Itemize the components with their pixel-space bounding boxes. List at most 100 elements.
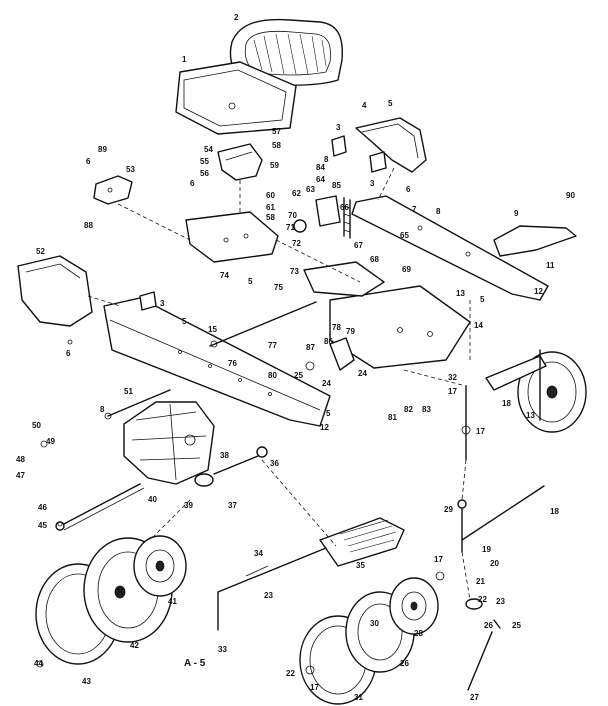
linkage-plate (303, 261, 385, 297)
part-label-6: 6 (406, 185, 411, 194)
part-label-19: 19 (482, 545, 491, 554)
part-labels: 1 2 3 3 3 4 5 5 5 5 5 6 6 6 6 7 8 8 8 9 … (16, 13, 575, 702)
part-label-68: 68 (370, 255, 379, 264)
part-label-17: 17 (448, 387, 457, 396)
part-label-3: 3 (370, 179, 375, 188)
part-label-25: 25 (294, 371, 303, 380)
part-label-58: 58 (266, 213, 275, 222)
part-label-1: 1 (182, 55, 187, 64)
part-label-7: 7 (412, 205, 417, 214)
part-label-49: 49 (46, 437, 55, 446)
part-label-88: 88 (84, 221, 93, 230)
part-label-73: 73 (290, 267, 299, 276)
main-frame (103, 297, 331, 427)
part-label-59: 59 (270, 161, 279, 170)
part-label-33: 33 (218, 645, 227, 654)
part-label-3: 3 (160, 299, 165, 308)
part-label-8: 8 (324, 155, 329, 164)
part-label-22: 22 (478, 595, 487, 604)
part-label-17: 17 (310, 683, 319, 692)
part-label-8: 8 (100, 405, 105, 414)
part-label-29: 29 (444, 505, 453, 514)
footrest-pad (17, 255, 93, 327)
part-label-36: 36 (270, 459, 279, 468)
part-label-13: 13 (526, 411, 535, 420)
part-label-30: 30 (370, 619, 379, 628)
seat-bracket (217, 143, 263, 181)
part-label-37: 37 (228, 501, 237, 510)
part-label-3: 3 (336, 123, 341, 132)
part-label-4: 4 (362, 101, 367, 110)
part-label-6: 6 (66, 349, 71, 358)
pivot-assembly (293, 195, 351, 239)
part-label-79: 79 (346, 327, 355, 336)
part-label-66: 66 (340, 203, 349, 212)
part-label-26: 26 (484, 621, 493, 630)
part-label-23: 23 (264, 591, 273, 600)
fender (355, 117, 427, 173)
part-label-47: 47 (16, 471, 25, 480)
part-label-56: 56 (200, 169, 209, 178)
part-label-78: 78 (332, 323, 341, 332)
part-label-5: 5 (480, 295, 485, 304)
part-label-86: 86 (324, 337, 333, 346)
assembly-lines (87, 167, 471, 601)
part-label-72: 72 (292, 239, 301, 248)
part-label-40: 40 (148, 495, 157, 504)
part-label-24: 24 (322, 379, 331, 388)
part-label-18: 18 (502, 399, 511, 408)
part-label-18: 18 (550, 507, 559, 516)
part-label-21: 21 (476, 577, 485, 586)
part-label-45: 45 (38, 521, 47, 530)
part-label-32: 32 (448, 373, 457, 382)
part-label-5: 5 (182, 317, 187, 326)
center-bracket (185, 211, 279, 263)
part-label-69: 69 (402, 265, 411, 274)
seat-pan (175, 61, 297, 135)
brake-lever-assembly (305, 337, 355, 371)
part-label-57: 57 (272, 127, 281, 136)
rear-axle-shaft (55, 483, 145, 531)
part-label-63: 63 (306, 185, 315, 194)
part-label-12: 12 (320, 423, 329, 432)
pulley (194, 446, 268, 487)
part-label-24: 24 (358, 369, 367, 378)
part-label-12: 12 (534, 287, 543, 296)
front-axle-beam (351, 195, 549, 301)
steering-shaft (457, 485, 545, 553)
part-label-22: 22 (286, 669, 295, 678)
part-label-50: 50 (32, 421, 41, 430)
part-label-9: 9 (514, 209, 519, 218)
part-label-39: 39 (184, 501, 193, 510)
part-label-82: 82 (404, 405, 413, 414)
part-label-53: 53 (126, 165, 135, 174)
part-label-80: 80 (268, 371, 277, 380)
part-label-15: 15 (208, 325, 217, 334)
part-label-5: 5 (248, 277, 253, 286)
steering-arm (493, 225, 577, 257)
part-label-58: 58 (272, 141, 281, 150)
part-label-87: 87 (306, 343, 315, 352)
part-label-27: 27 (470, 693, 479, 702)
part-label-76: 76 (228, 359, 237, 368)
part-label-67: 67 (354, 241, 363, 250)
deck-plate (329, 285, 471, 369)
drag-link (217, 547, 327, 631)
part-label-62: 62 (292, 189, 301, 198)
part-label-28: 28 (414, 629, 423, 638)
part-label-75: 75 (274, 283, 283, 292)
part-label-23: 23 (496, 597, 505, 606)
part-label-44: 44 (34, 659, 43, 668)
control-rod (209, 301, 317, 348)
part-label-35: 35 (356, 561, 365, 570)
part-label-5: 5 (388, 99, 393, 108)
part-label-42: 42 (130, 641, 139, 650)
part-label-6: 6 (190, 179, 195, 188)
part-label-14: 14 (474, 321, 483, 330)
rear-wheel-hub-left (133, 535, 187, 597)
part-label-41: 41 (168, 597, 177, 606)
transmission (123, 401, 215, 485)
part-label-5: 5 (326, 409, 331, 418)
part-label-8: 8 (436, 207, 441, 216)
